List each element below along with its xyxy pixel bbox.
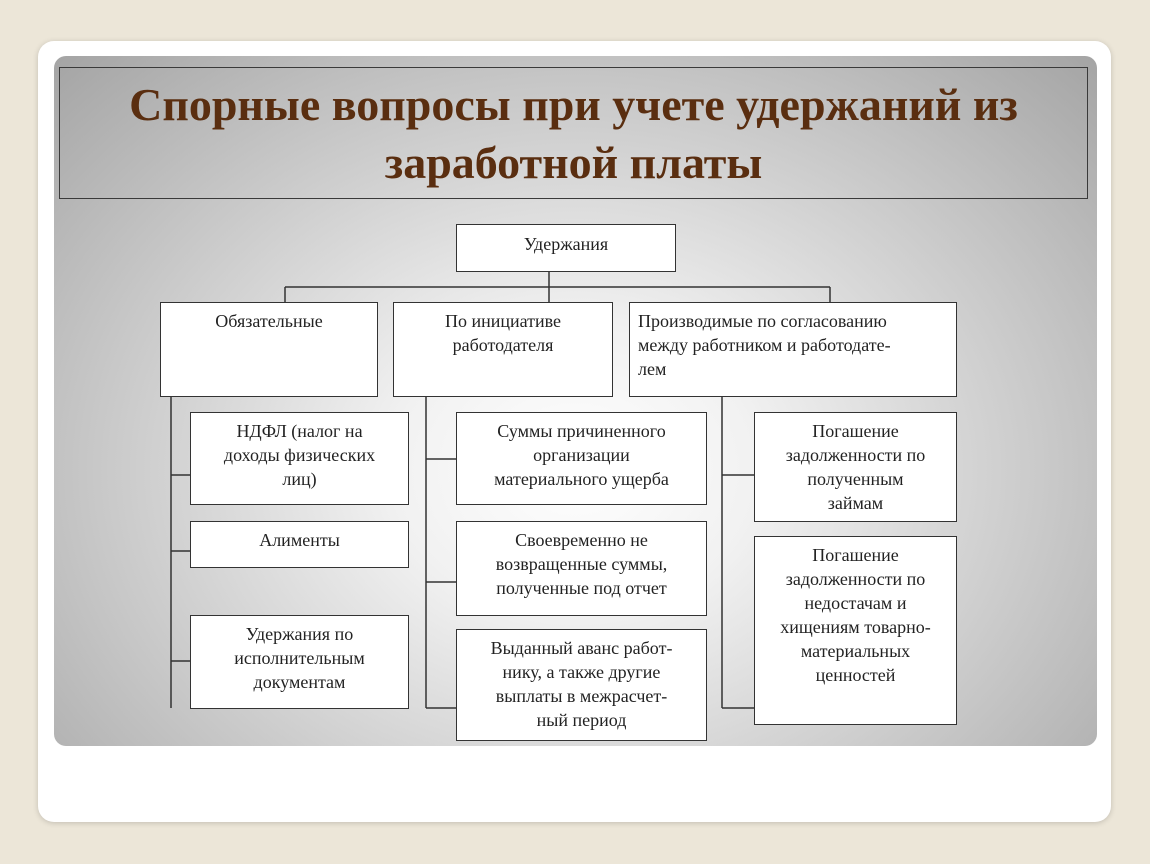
category-employer-initiative: По инициативе работодателя xyxy=(393,302,613,397)
item-shortage-repayment: Погашение задолженности по недостачам и … xyxy=(754,536,957,725)
slide-title: Спорные вопросы при учете удержаний из з… xyxy=(59,76,1088,192)
item-unreturned-advances: Своевременно не возвращенные суммы, полу… xyxy=(456,521,707,616)
slide-title-line-2: заработной платы xyxy=(384,137,763,188)
item-alimony: Алименты xyxy=(190,521,409,568)
item-advance-payment: Выданный аванс работ- нику, а также друг… xyxy=(456,629,707,741)
title-frame xyxy=(59,67,1088,199)
item-writ-deductions: Удержания по исполнительным документам xyxy=(190,615,409,709)
item-ndfl: НДФЛ (налог на доходы физических лиц) xyxy=(190,412,409,505)
category-mandatory: Обязательные xyxy=(160,302,378,397)
category-by-agreement: Производимые по согласованию между работ… xyxy=(629,302,957,397)
item-loan-repayment: Погашение задолженности по полученным за… xyxy=(754,412,957,522)
slide-title-line-1: Спорные вопросы при учете удержаний из xyxy=(129,79,1018,130)
root-node: Удержания xyxy=(456,224,676,272)
item-damage: Суммы причиненного организации материаль… xyxy=(456,412,707,505)
